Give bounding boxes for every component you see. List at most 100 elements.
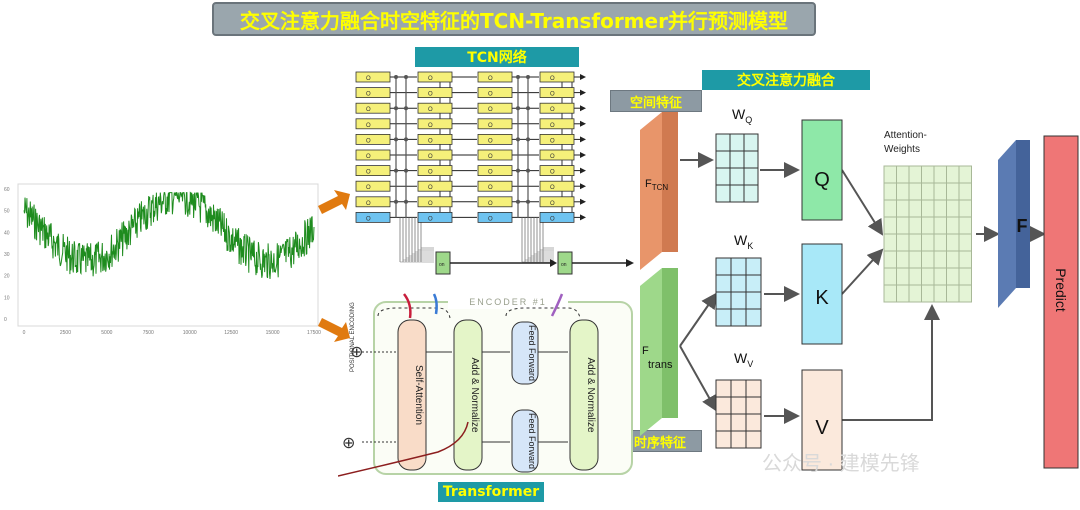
- encoder-diagram: ENCODER #1 POSITIONAL ENCODING ⊕ ⊕ Self-…: [337, 293, 633, 477]
- grid-cell: [933, 199, 947, 218]
- tcn-cell-label: O: [366, 76, 371, 82]
- wk-label: WK: [734, 232, 754, 251]
- grid-cell: [946, 199, 960, 218]
- f-tcn-label: FTCN: [645, 178, 669, 193]
- grid-cell: [921, 216, 935, 235]
- f-trans-side: [662, 268, 678, 418]
- tcn-cell-label: O: [488, 138, 493, 144]
- wk-grid: [715, 257, 762, 327]
- grid-cell: [896, 233, 910, 252]
- tcn-cell-label: O: [550, 185, 555, 191]
- tcn-cell: [477, 87, 513, 99]
- grid-cell: [908, 199, 922, 218]
- arrow-q-attn: [841, 169, 884, 236]
- grid-cell: [946, 216, 960, 235]
- tcn-cell-label: O: [366, 185, 371, 191]
- tcn-cell: [417, 180, 453, 192]
- tcn-cell: [417, 165, 453, 176]
- series-x-tick: 5000: [101, 330, 112, 336]
- grid-cell: [883, 199, 897, 218]
- fused-f-front: [998, 140, 1016, 308]
- grid-cell: [729, 167, 745, 186]
- tcn-cell-label: O: [550, 92, 555, 98]
- tcn-cell: [477, 71, 513, 83]
- tcn-cell: [477, 149, 513, 161]
- skip-path-1: [377, 307, 451, 319]
- series-x-tick: 7500: [143, 330, 154, 336]
- tcn-cell: [477, 134, 513, 145]
- grid-cell: [908, 233, 922, 252]
- grid-cell: [743, 167, 759, 186]
- tcn-cell-label: O: [550, 216, 555, 222]
- series-line: [23, 191, 315, 280]
- tcn-out-label: on: [561, 262, 567, 268]
- grid-cell: [743, 150, 759, 169]
- tcn-cell-label: O: [550, 170, 555, 176]
- grid-cell: [933, 250, 947, 269]
- tcn-cell: [539, 149, 575, 161]
- grid-cell: [946, 250, 960, 269]
- encoder-header-bg: [448, 295, 568, 309]
- tcn-cell: [539, 180, 575, 192]
- tcn-cell-label: O: [428, 216, 433, 222]
- grid-cell: [883, 165, 897, 184]
- grid-cell: [729, 150, 745, 169]
- grid-cell: [745, 413, 762, 432]
- tcn-cell-label: O: [488, 185, 493, 191]
- tcn-cell-label: O: [428, 201, 433, 207]
- series-x-tick: 10000: [183, 330, 197, 336]
- tcn-cell: [417, 134, 453, 145]
- tcn-cell: [477, 196, 513, 208]
- tcn-cell: [417, 196, 453, 208]
- series-y-tick: 60: [4, 187, 10, 193]
- tcn-cell-label: O: [428, 123, 433, 129]
- grid-cell: [908, 165, 922, 184]
- tcn-cell: [539, 71, 575, 83]
- grid-cell: [921, 284, 935, 303]
- grid-cell: [729, 133, 745, 152]
- tcn-cell-label: O: [428, 154, 433, 160]
- fused-f-label: F: [1017, 216, 1028, 236]
- tcn-cell-label: O: [366, 154, 371, 160]
- arrow-to-tcn-icon: [318, 190, 350, 214]
- purple-curve: [550, 293, 564, 317]
- grid-cell: [745, 308, 762, 327]
- tcn-cell: [417, 149, 453, 161]
- grid-cell: [921, 182, 935, 201]
- arrow-to-transformer-icon: [318, 318, 350, 342]
- tcn-cell: [477, 211, 513, 223]
- tcn-cell-label: O: [366, 216, 371, 222]
- tcn-cell-label: O: [366, 92, 371, 98]
- grid-cell: [933, 216, 947, 235]
- f-trans-front: [640, 268, 662, 436]
- attention-weights-label-line2: Weights: [884, 144, 920, 155]
- add-normalize-block-2: [569, 319, 599, 471]
- tcn-cell-label: O: [488, 107, 493, 113]
- series-y-tick: 0: [4, 317, 7, 323]
- tcn-cell: [539, 165, 575, 176]
- grid-cell: [715, 257, 732, 276]
- grid-cell: [715, 133, 731, 152]
- tcn-cell: [355, 149, 391, 161]
- q-label: Q: [814, 169, 830, 191]
- tcn-cell-label: O: [428, 76, 433, 82]
- tcn-cell: [539, 211, 575, 223]
- tcn-network-label: TCN网络: [415, 47, 579, 67]
- dark-red-curve: [337, 421, 469, 477]
- series-x-tick: 2500: [60, 330, 71, 336]
- feed-forward-label-1: Feed Forward: [527, 325, 537, 381]
- series-y-tick: 30: [4, 252, 10, 258]
- grid-cell: [715, 274, 732, 293]
- grid-cell: [745, 379, 762, 398]
- grid-cell: [715, 308, 732, 327]
- tcn-cell: [417, 71, 453, 83]
- encoder-header: ENCODER #1: [469, 297, 547, 307]
- grid-cell: [743, 133, 759, 152]
- series-x-tick: 15000: [266, 330, 280, 336]
- series-y-tick: 40: [4, 230, 10, 236]
- grid-cell: [883, 284, 897, 303]
- k-label: K: [815, 287, 829, 309]
